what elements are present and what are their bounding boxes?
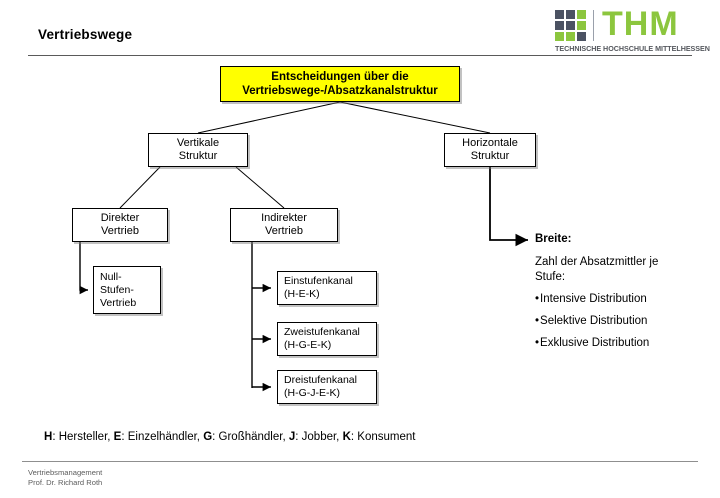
node-einstufenkanal[interactable]: Einstufenkanal (H-E-K) [277, 271, 377, 305]
logo-cell [577, 10, 586, 19]
breite-bullet-label: Selektive Distribution [540, 315, 648, 327]
node-null-line3: Vertrieb [100, 296, 137, 309]
breite-bullet-label: Exklusive Distribution [540, 337, 650, 349]
node-eins-line1: Einstufenkanal [284, 275, 353, 287]
node-vertikale-struktur[interactable]: Vertikale Struktur [148, 133, 248, 167]
node-null-line1: Null- [100, 270, 122, 283]
node-indirekter-vertrieb[interactable]: Indirekter Vertrieb [230, 208, 338, 242]
node-horizontal-line1: Horizontale [462, 136, 518, 149]
node-root-line1: Entscheidungen über die [271, 70, 409, 83]
logo-cell [566, 21, 575, 30]
logo-cell [566, 32, 575, 41]
node-horizontale-struktur[interactable]: Horizontale Struktur [444, 133, 536, 167]
node-drei-line1: Dreistufenkanal [284, 374, 357, 386]
breite-bullet-item: •Selektive Distribution [535, 314, 715, 328]
bullet-icon: • [535, 315, 540, 327]
breite-bullet-item: •Exklusive Distribution [535, 336, 715, 350]
legend-value: : Großhändler, [212, 431, 289, 443]
footer-line1: Vertriebsmanagement [28, 468, 103, 477]
breite-subtitle-line2: Stufe: [535, 270, 566, 283]
breite-heading: Breite: [535, 233, 572, 245]
breite-bullet-label: Intensive Distribution [540, 293, 647, 305]
logo-cell [566, 10, 575, 19]
breite-subtitle-line1: Zahl der Absatzmittler je [535, 256, 659, 268]
breite-bullet-item: •Intensive Distribution [535, 292, 715, 306]
footer-text: Vertriebsmanagement Prof. Dr. Richard Ro… [28, 468, 102, 487]
node-direkt-line2: Vertrieb [101, 225, 139, 237]
node-zweistufenkanal[interactable]: Zweistufenkanal (H-G-E-K) [277, 322, 377, 356]
legend-key: J [288, 431, 296, 443]
node-root-line2: Vertriebswege-/Absatzkanalstruktur [242, 85, 438, 97]
logo-cell [555, 32, 564, 41]
node-root-decision[interactable]: Entscheidungen über die Vertriebswege-/A… [220, 66, 460, 102]
node-null-stufen-vertrieb[interactable]: Null- Stufen- Vertrieb [93, 266, 161, 314]
legend-key: G [203, 431, 213, 443]
logo-cell [577, 32, 586, 41]
logo-grid-icon [555, 10, 586, 41]
logo-subtitle: TECHNISCHE HOCHSCHULE MITTELHESSEN [555, 44, 710, 53]
logo-cell [555, 10, 564, 19]
node-vertikal-line2: Struktur [178, 150, 218, 162]
legend-key: H [44, 431, 53, 443]
node-indirekt-line1: Indirekter [261, 211, 307, 224]
node-drei-line2: (H-G-J-E-K) [284, 387, 340, 399]
footer-line2: Prof. Dr. Richard Roth [28, 477, 103, 487]
node-indirekt-line2: Vertrieb [265, 225, 303, 237]
legend-value: : Konsument [350, 431, 416, 443]
legend-key: E [113, 431, 122, 443]
logo-cell [577, 21, 586, 30]
logo-wordmark: THM [602, 5, 679, 43]
legend-value: : Hersteller, [52, 431, 114, 443]
footer-divider [22, 461, 698, 462]
node-dreistufenkanal[interactable]: Dreistufenkanal (H-G-J-E-K) [277, 370, 377, 404]
node-direkt-line1: Direkter [100, 211, 140, 224]
thm-logo: THM TECHNISCHE HOCHSCHULE MITTELHESSEN [552, 5, 710, 56]
node-direkter-vertrieb[interactable]: Direkter Vertrieb [72, 208, 168, 242]
legend: H: Hersteller, E: Einzelhändler, G: Groß… [44, 430, 415, 444]
logo-divider [593, 10, 594, 41]
bullet-icon: • [535, 337, 540, 349]
node-vertikal-line1: Vertikale [176, 136, 220, 149]
header-divider [28, 55, 692, 56]
node-null-line2: Stufen- [100, 283, 134, 296]
logo-cell [555, 21, 564, 30]
page-title: Vertriebswege [38, 27, 133, 42]
node-zwei-line2: (H-G-E-K) [284, 339, 332, 351]
legend-value: : Jobber, [295, 431, 343, 443]
node-zwei-line1: Zweistufenkanal [284, 326, 360, 338]
breite-text-block: Breite: Zahl der Absatzmittler je Stufe:… [535, 232, 715, 350]
bullet-icon: • [535, 293, 540, 305]
legend-key: K [342, 431, 351, 443]
node-horizontal-line2: Struktur [470, 150, 510, 162]
legend-value: : Einzelhändler, [121, 431, 204, 443]
breite-subtitle: Zahl der Absatzmittler je Stufe: [535, 255, 715, 284]
node-eins-line2: (H-E-K) [284, 288, 320, 300]
